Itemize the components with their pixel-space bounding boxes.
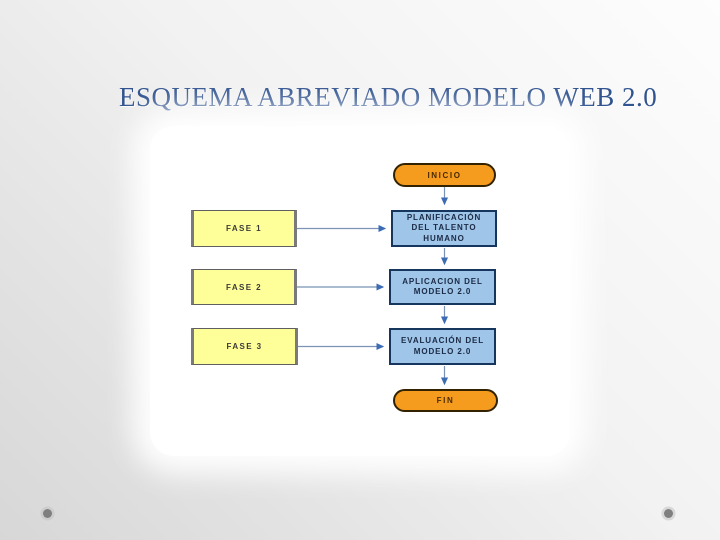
phase-label: FASE 1 [226, 224, 262, 233]
process-step-aplicacion-del-modelo-20: APLICACION DEL MODELO 2.0 [389, 269, 496, 305]
step-label-line: MODELO 2.0 [413, 287, 472, 296]
terminal-inicio-label: INICIO [427, 170, 462, 180]
process-step-label: PLANIFICACIÓN DEL TALENTO HUMANO [407, 213, 481, 244]
step-label-line: PLANIFICACIÓN [406, 212, 482, 222]
step-label-line: MODELO 2.0 [413, 346, 472, 356]
step-label-line: DEL TALENTO [411, 223, 477, 233]
phase-box-fase-3: FASE 3 [191, 328, 298, 365]
process-step-planificacion-del-talento-humano: PLANIFICACIÓN DEL TALENTO HUMANO [391, 210, 497, 247]
phase-box-fase-1: FASE 1 [191, 210, 297, 247]
phase-label: FASE 2 [226, 282, 262, 292]
process-step-label: EVALUACIÓN DEL MODELO 2.0 [401, 336, 484, 357]
phase-label: FASE 3 [226, 342, 263, 351]
step-label-line: HUMANO [423, 233, 465, 243]
step-label-line: EVALUACIÓN DEL [400, 336, 485, 346]
bullet-dot-icon [664, 509, 673, 518]
bullet-dot-icon [43, 509, 52, 518]
terminal-inicio: INICIO [393, 163, 496, 187]
slide-title: ESQUEMA ABREVIADO MODELO WEB 2.0 [119, 82, 658, 112]
terminal-fin-label: FIN [436, 396, 455, 405]
process-step-evaluacion-del-modelo-20: EVALUACIÓN DEL MODELO 2.0 [389, 328, 496, 365]
step-label-line: APLICACION DEL [402, 276, 483, 286]
terminal-fin: FIN [393, 389, 498, 412]
phase-box-fase-2: FASE 2 [191, 269, 297, 305]
process-step-label: APLICACION DEL MODELO 2.0 [402, 277, 483, 298]
